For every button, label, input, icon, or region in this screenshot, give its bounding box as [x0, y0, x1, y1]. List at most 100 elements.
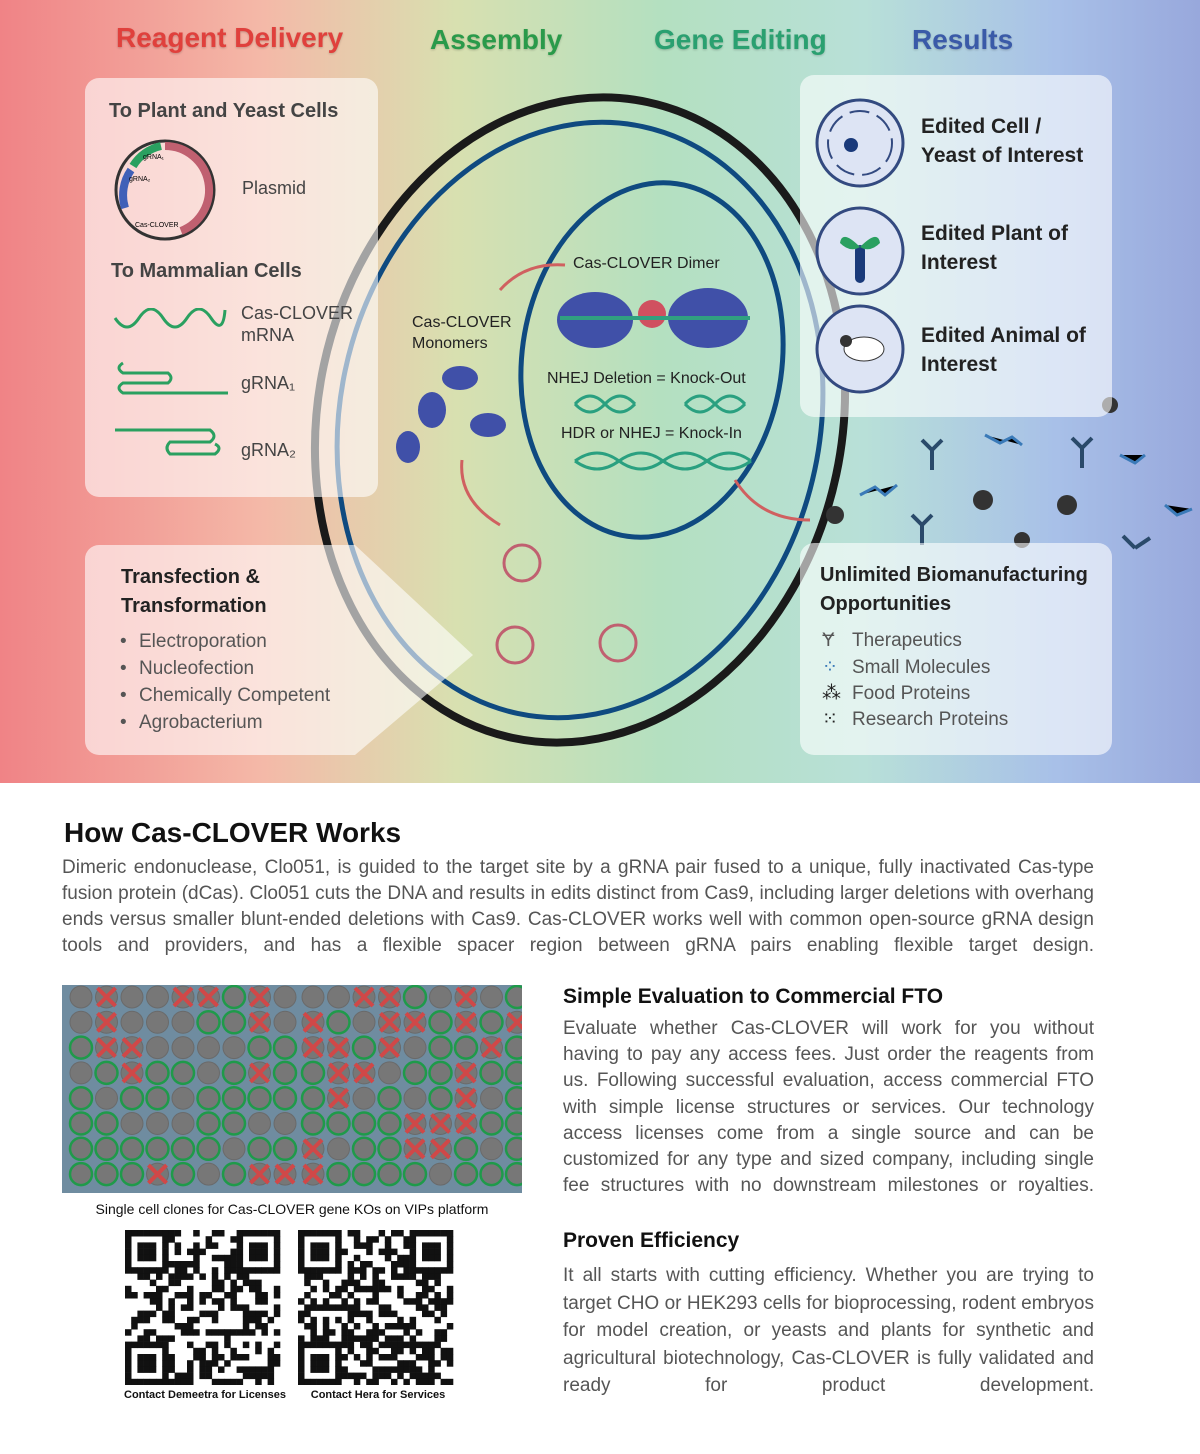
plasmid-icons: [495, 543, 638, 665]
well: [94, 1136, 119, 1162]
qr-code-licenses[interactable]: [125, 1230, 285, 1385]
well: [196, 1085, 221, 1111]
well: [429, 985, 452, 1009]
plant-icon: [815, 206, 905, 296]
stage-gene-editing: Gene Editing: [654, 24, 827, 55]
arrow-icon: [498, 263, 566, 291]
well: [171, 1112, 195, 1135]
cell-diagram: [310, 93, 1193, 747]
arrow-icon: [460, 459, 501, 527]
well: [170, 1060, 196, 1086]
well: [94, 1161, 119, 1187]
well: [170, 1161, 196, 1187]
well: [504, 1161, 522, 1187]
failed-well-mark: [172, 986, 194, 1008]
fto-body: Evaluate whether Cas-CLOVER will work fo…: [563, 1018, 1094, 1197]
failed-well-mark: [379, 1011, 400, 1033]
well: [119, 1161, 145, 1187]
well: [479, 1060, 504, 1086]
well: [197, 1162, 220, 1186]
monomers-label: Cas-CLOVER Monomers: [412, 314, 512, 352]
well: [273, 1112, 297, 1135]
biomanufacturing-title: Unlimited Biomanufacturing Opportunities: [820, 564, 1088, 615]
result-animal: Edited Animal of Interest: [921, 324, 1086, 376]
well: [378, 1061, 401, 1085]
well: [145, 1136, 170, 1162]
well: [273, 985, 297, 1009]
protein-cluster-icon: ⁂: [822, 683, 841, 704]
well: [171, 1010, 195, 1034]
failed-well-mark: [96, 986, 117, 1008]
failed-well-mark: [353, 1062, 375, 1084]
well: [272, 1085, 298, 1111]
well: [94, 1060, 119, 1086]
plate-caption: Single cell clones for Cas-CLOVER gene K…: [95, 1201, 489, 1217]
failed-well-mark: [455, 1113, 477, 1134]
failed-well-mark: [274, 1163, 296, 1185]
well: [247, 1035, 272, 1060]
failed-well-mark: [302, 1163, 324, 1185]
well: [146, 1036, 169, 1060]
well: [377, 1085, 402, 1111]
transfection-methods: Electroporation Nucleofection Chemically…: [115, 631, 330, 739]
failed-well-mark: [353, 986, 375, 1008]
well: [377, 1161, 402, 1187]
mrna-label: Cas-CLOVER mRNA: [241, 303, 354, 345]
well: [326, 1010, 351, 1035]
well: [146, 1010, 169, 1034]
well: [428, 1010, 453, 1035]
qr-caption-services: Contact Hera for Services: [310, 1389, 446, 1401]
well: [272, 1060, 298, 1086]
list-item: ⁂Food Proteins: [822, 683, 971, 704]
small-molecule-icons: [859, 433, 1193, 517]
well: [222, 1036, 246, 1060]
plasmid-label: gRNA₁: [143, 154, 165, 161]
failed-well-mark: [302, 1138, 324, 1160]
well: [377, 1136, 402, 1162]
qr-code-services[interactable]: [298, 1230, 458, 1385]
well: [504, 1111, 522, 1136]
failed-well-mark: [404, 1138, 426, 1160]
well: [119, 1085, 145, 1111]
grna1-label: gRNA₁: [241, 373, 296, 393]
well: [221, 1111, 247, 1136]
antibody-icons: [910, 436, 1152, 550]
well: [403, 1086, 427, 1110]
well: [196, 1010, 221, 1035]
result-cell: Edited Cell / Yeast of Interest: [921, 115, 1084, 167]
failed-well-mark: [249, 1163, 270, 1185]
well: [327, 1137, 350, 1161]
failed-well-mark: [506, 1011, 522, 1033]
well: [453, 1035, 479, 1060]
protein-dots-icon: ⁙: [822, 709, 838, 730]
well: [428, 1060, 453, 1086]
how-body: Dimeric endonuclease, Clo051, is guided …: [62, 857, 1094, 956]
well: [247, 1085, 272, 1111]
well: [300, 1085, 326, 1111]
svg-text:Cas-CLOVER: Cas-CLOVER: [135, 222, 179, 229]
dimer-label: Cas-CLOVER Dimer: [573, 255, 720, 272]
well: [120, 1112, 144, 1135]
result-plant: Edited Plant of Interest: [921, 222, 1068, 274]
failed-well-mark: [249, 1062, 270, 1084]
stage-assembly: Assembly: [430, 24, 563, 55]
well: [222, 1137, 246, 1161]
well: [171, 1036, 195, 1060]
well: [248, 1112, 271, 1135]
well: [352, 1086, 376, 1110]
well: [170, 1136, 196, 1162]
well: [68, 1085, 94, 1111]
well: [145, 1085, 170, 1111]
well: [120, 1010, 144, 1034]
well: [68, 1136, 94, 1162]
well: [428, 1085, 453, 1111]
well: [221, 1010, 247, 1035]
well: [504, 1136, 522, 1162]
well: [327, 985, 350, 1009]
failed-well-mark: [328, 1062, 349, 1084]
well: [403, 1036, 427, 1060]
hdr-label: HDR or NHEJ = Knock-In: [561, 425, 742, 442]
well: [352, 1010, 376, 1034]
stage-reagent-delivery: Reagent Delivery: [116, 22, 344, 53]
molecule-icon: ⁘: [822, 657, 838, 678]
